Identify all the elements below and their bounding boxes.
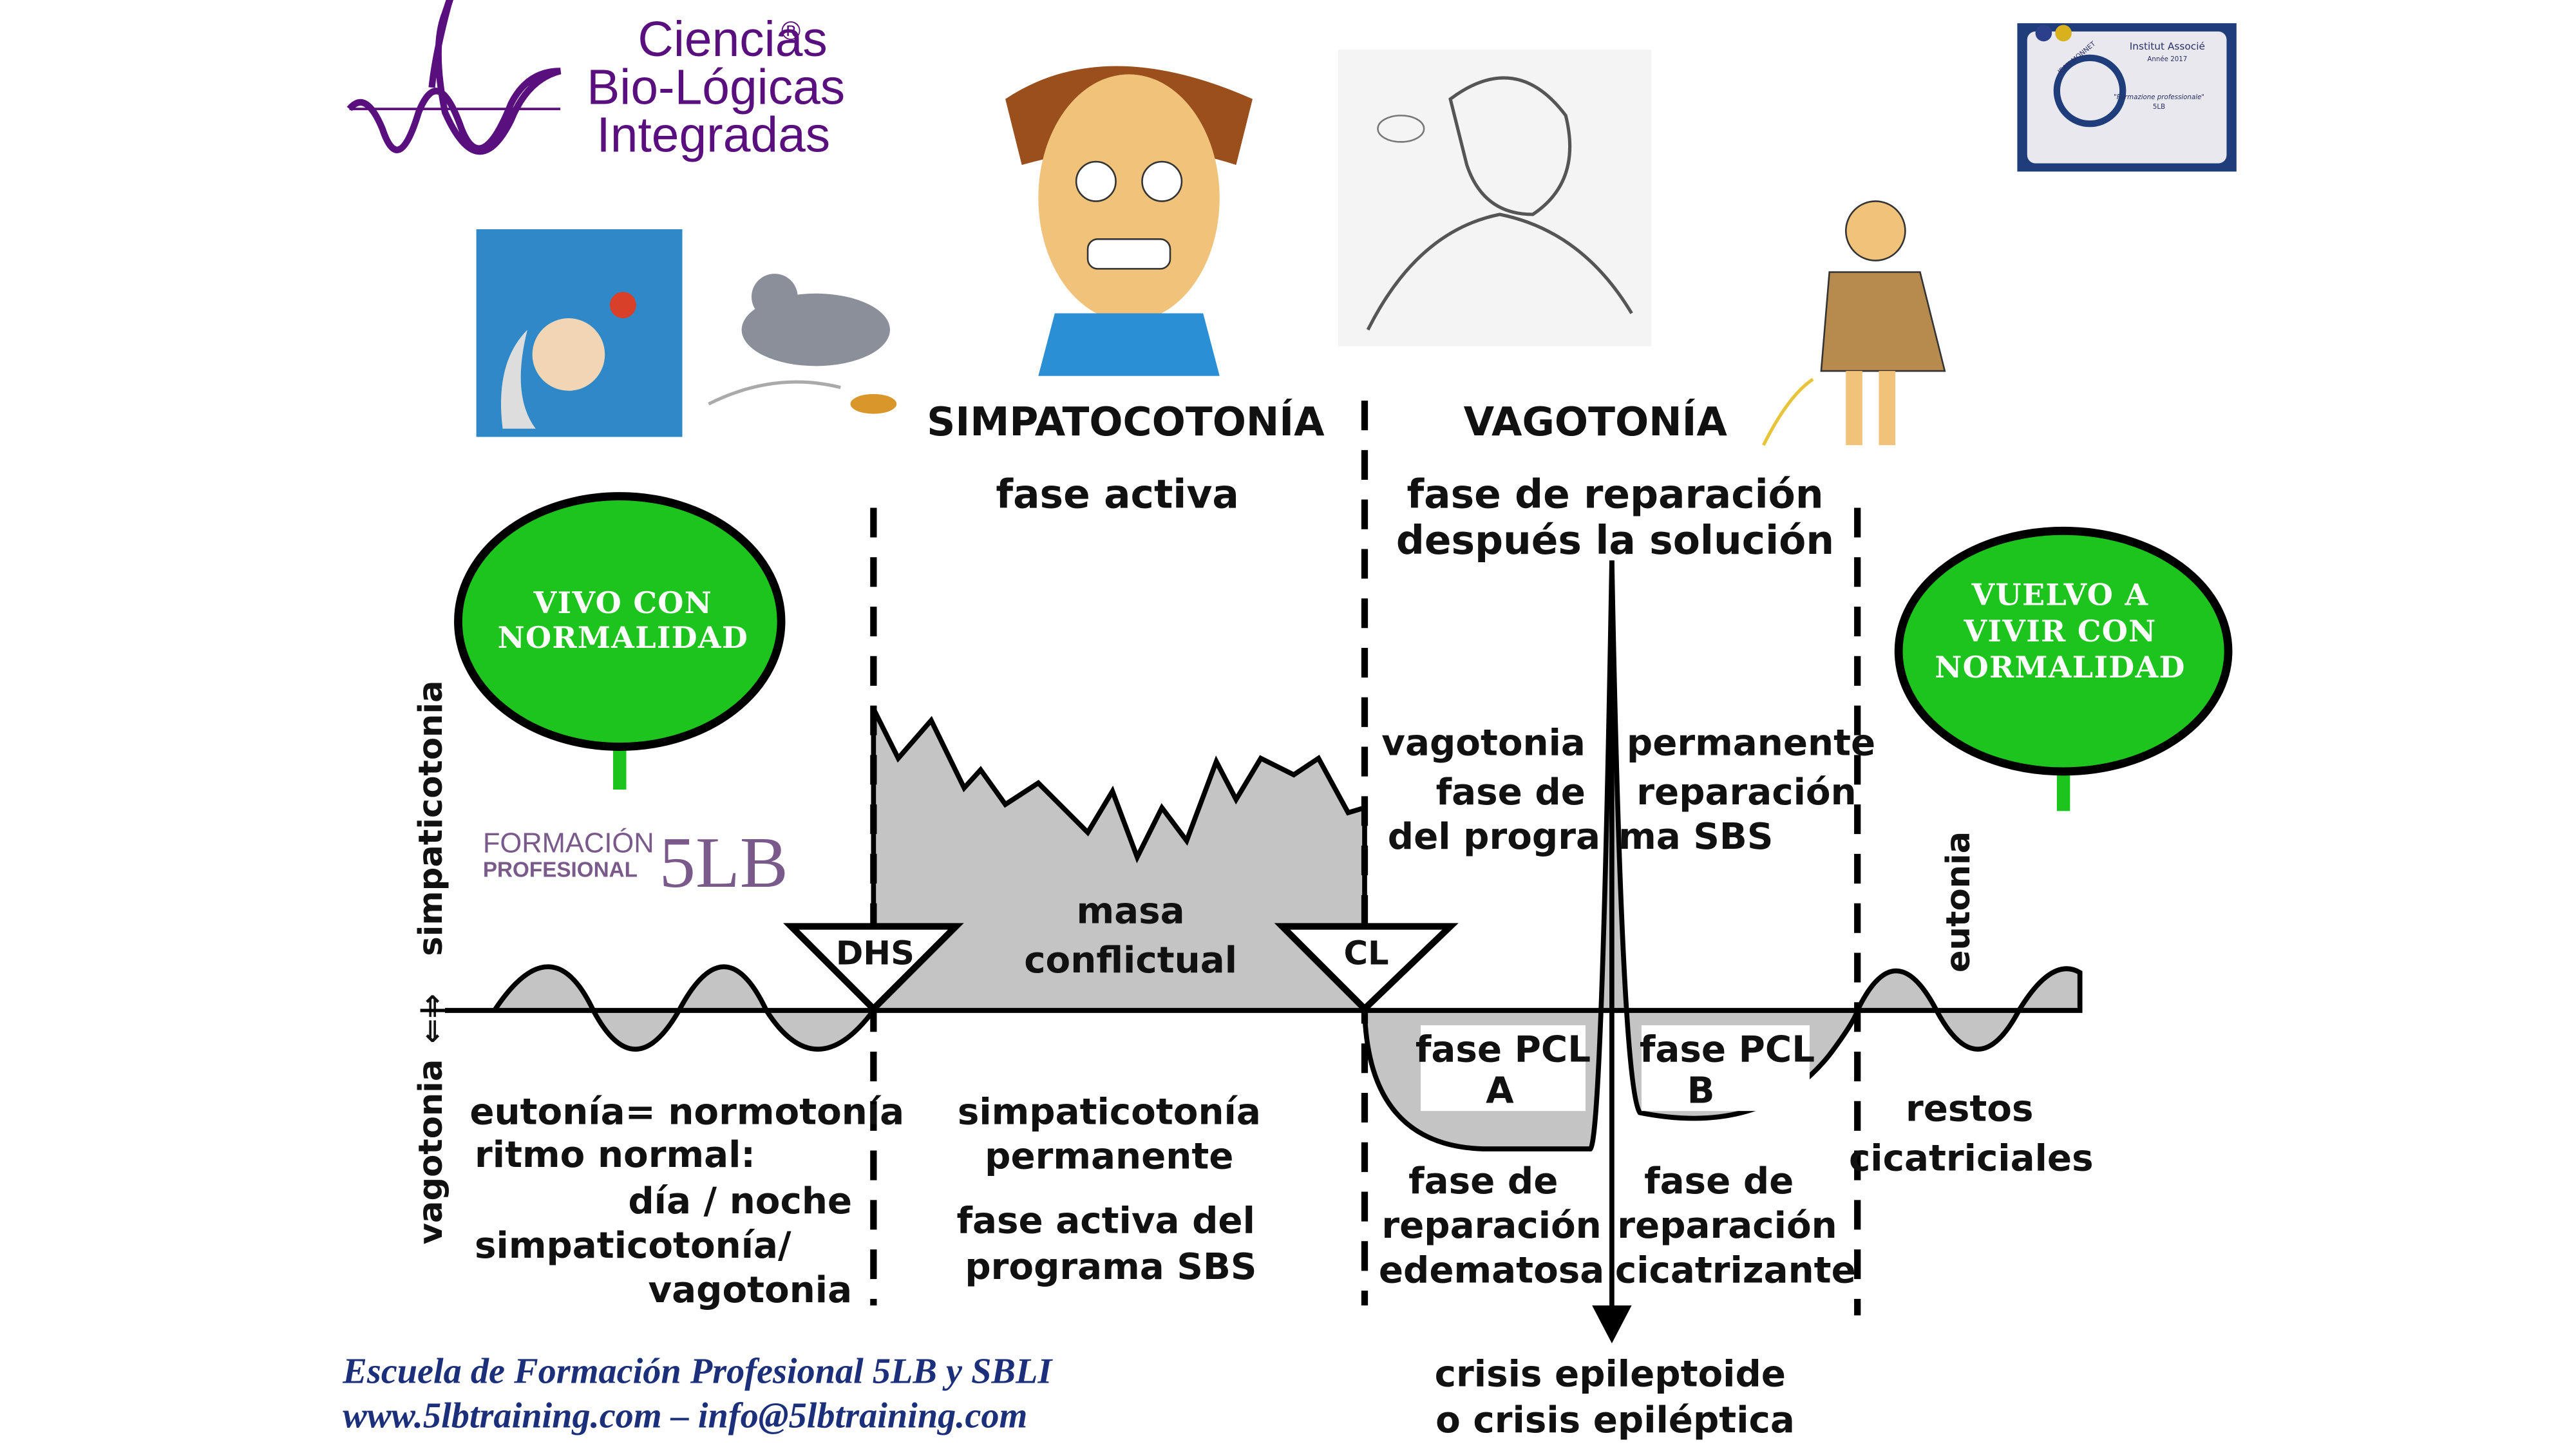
heading-reparacion-1: fase de reparación	[1406, 471, 1823, 517]
breathing-woman-sketch-image	[1338, 50, 1652, 346]
masa-conflictual-area	[871, 707, 1367, 1013]
formacion-logo-line2: PROFESIONAL	[483, 858, 638, 882]
axis-label-vagotonia: vagotonia	[412, 1059, 450, 1245]
label-eutonia: eutonia	[1939, 831, 1978, 972]
label-pcl-b: fase PCL	[1640, 1028, 1815, 1070]
label-ma-sbs: ma SBS	[1618, 816, 1773, 858]
label-cicatrizante-2: reparación	[1617, 1205, 1837, 1247]
label-cicatrizante-1: fase de	[1644, 1160, 1794, 1202]
label-ritmo-normal: ritmo normal:	[475, 1134, 755, 1176]
formacion-logo-line1: FORMACIÓN	[483, 827, 654, 858]
label-cicatrizante-3: cicatrizante	[1615, 1249, 1856, 1291]
label-simpaticotonia-perm: simpaticotonía	[958, 1092, 1261, 1133]
jean-monnet-certificate-image: Institut Associé Année 2017 "Formazione …	[2017, 23, 2237, 172]
label-crisis-epileptica: o crisis epiléptica	[1435, 1399, 1795, 1441]
heading-simpaticotonia: SIMPATOCOTONÍA	[927, 398, 1325, 445]
label-del-progra: del progra	[1388, 816, 1600, 858]
dhs-label: DHS	[836, 934, 914, 972]
label-permanente: permanente	[1627, 722, 1875, 764]
heading-vagotonia: VAGOTONÍA	[1464, 398, 1728, 445]
label-vagotonia-perm: vagotonia	[1381, 722, 1586, 764]
circle-vuelvo-normalidad: VUELVO A VIVIR CON NORMALIDAD	[1894, 526, 2233, 811]
cbi-logo: Ciencias ® Bio-Lógicas Integradas	[346, 0, 845, 163]
certificate-title: Institut Associé	[2130, 41, 2205, 52]
circle-right-line1: VUELVO A	[1971, 577, 2149, 612]
label-permanente-simp: permanente	[985, 1136, 1233, 1178]
circle-vivo-normalidad: VIVO CON NORMALIDAD	[454, 492, 786, 790]
heading-fase-activa: fase activa	[996, 471, 1238, 517]
label-pcl-b-letter: B	[1687, 1070, 1715, 1112]
label-cicatriciales: cicatriciales	[1849, 1137, 2094, 1179]
certificate-year: Année 2017	[2147, 55, 2187, 63]
certificate-school: "Formazione professionale"	[2114, 94, 2204, 101]
stressed-man-cartoon-image	[1005, 66, 1253, 376]
axis-label-simpaticotonia: simpaticotonia	[412, 680, 450, 956]
logo-wave-icon	[346, 0, 562, 155]
label-dia-noche: día / noche	[628, 1180, 852, 1222]
circle-left-line2: NORMALIDAD	[498, 620, 748, 655]
caveman-cartoon-image	[1762, 200, 1946, 446]
label-edematosa-3: edematosa	[1379, 1249, 1604, 1291]
formacion-5lb-logo: FORMACIÓN PROFESIONAL 5LB	[483, 823, 788, 903]
cl-marker: CL	[1274, 923, 1459, 1014]
formacion-logo-mark: 5LB	[659, 823, 788, 903]
logo-line3: Integradas	[596, 108, 830, 163]
label-reparacion: reparación	[1636, 772, 1856, 813]
heading-reparacion-2: después la solución	[1396, 518, 1834, 564]
dhs-marker: DHS	[783, 923, 964, 1014]
label-conflictual: conflictual	[1024, 940, 1237, 981]
tom-and-jerry-cartoon-image	[708, 274, 897, 414]
logo-registered: ®	[781, 16, 800, 46]
certificate-mark: 5LB	[2153, 104, 2165, 111]
label-vagotonia-normal: vagotonia	[648, 1269, 852, 1311]
label-masa: masa	[1077, 890, 1185, 932]
logo-line1: Ciencias	[638, 12, 827, 67]
label-restos: restos	[1906, 1088, 2034, 1130]
newton-cartoon-image	[476, 229, 683, 437]
label-pcl-a-letter: A	[1486, 1070, 1514, 1112]
circle-right-line3: NORMALIDAD	[1935, 650, 2185, 685]
label-fase-activa-del: fase activa del	[957, 1200, 1255, 1242]
circle-right-line2: VIVIR CON	[1963, 614, 2156, 649]
label-crisis-epileptoide: crisis epileptoide	[1435, 1354, 1786, 1396]
label-edematosa-1: fase de	[1408, 1160, 1558, 1202]
crisis-arrowhead-icon	[1592, 1305, 1632, 1343]
label-programa-sbs: programa SBS	[965, 1246, 1256, 1288]
logo-line2: Bio-Lógicas	[587, 60, 845, 115]
label-eutonia-normotonia: eutonía= normotonía	[469, 1092, 904, 1133]
axis-arrows-icon: ⇐⇒	[414, 994, 449, 1043]
label-edematosa-2: reparación	[1381, 1205, 1601, 1247]
cl-label: CL	[1343, 934, 1388, 972]
footer-school-name: Escuela de Formación Profesional 5LB y S…	[342, 1351, 1053, 1391]
label-pcl-a: fase PCL	[1416, 1028, 1591, 1070]
label-fase-de: fase de	[1436, 772, 1586, 813]
footer-contact-link[interactable]: www.5lbtraining.com – info@5lbtraining.c…	[343, 1396, 1027, 1435]
label-simpaticotonia-slash: simpaticotonía/	[475, 1225, 791, 1267]
circle-left-line1: VIVO CON	[533, 585, 712, 620]
